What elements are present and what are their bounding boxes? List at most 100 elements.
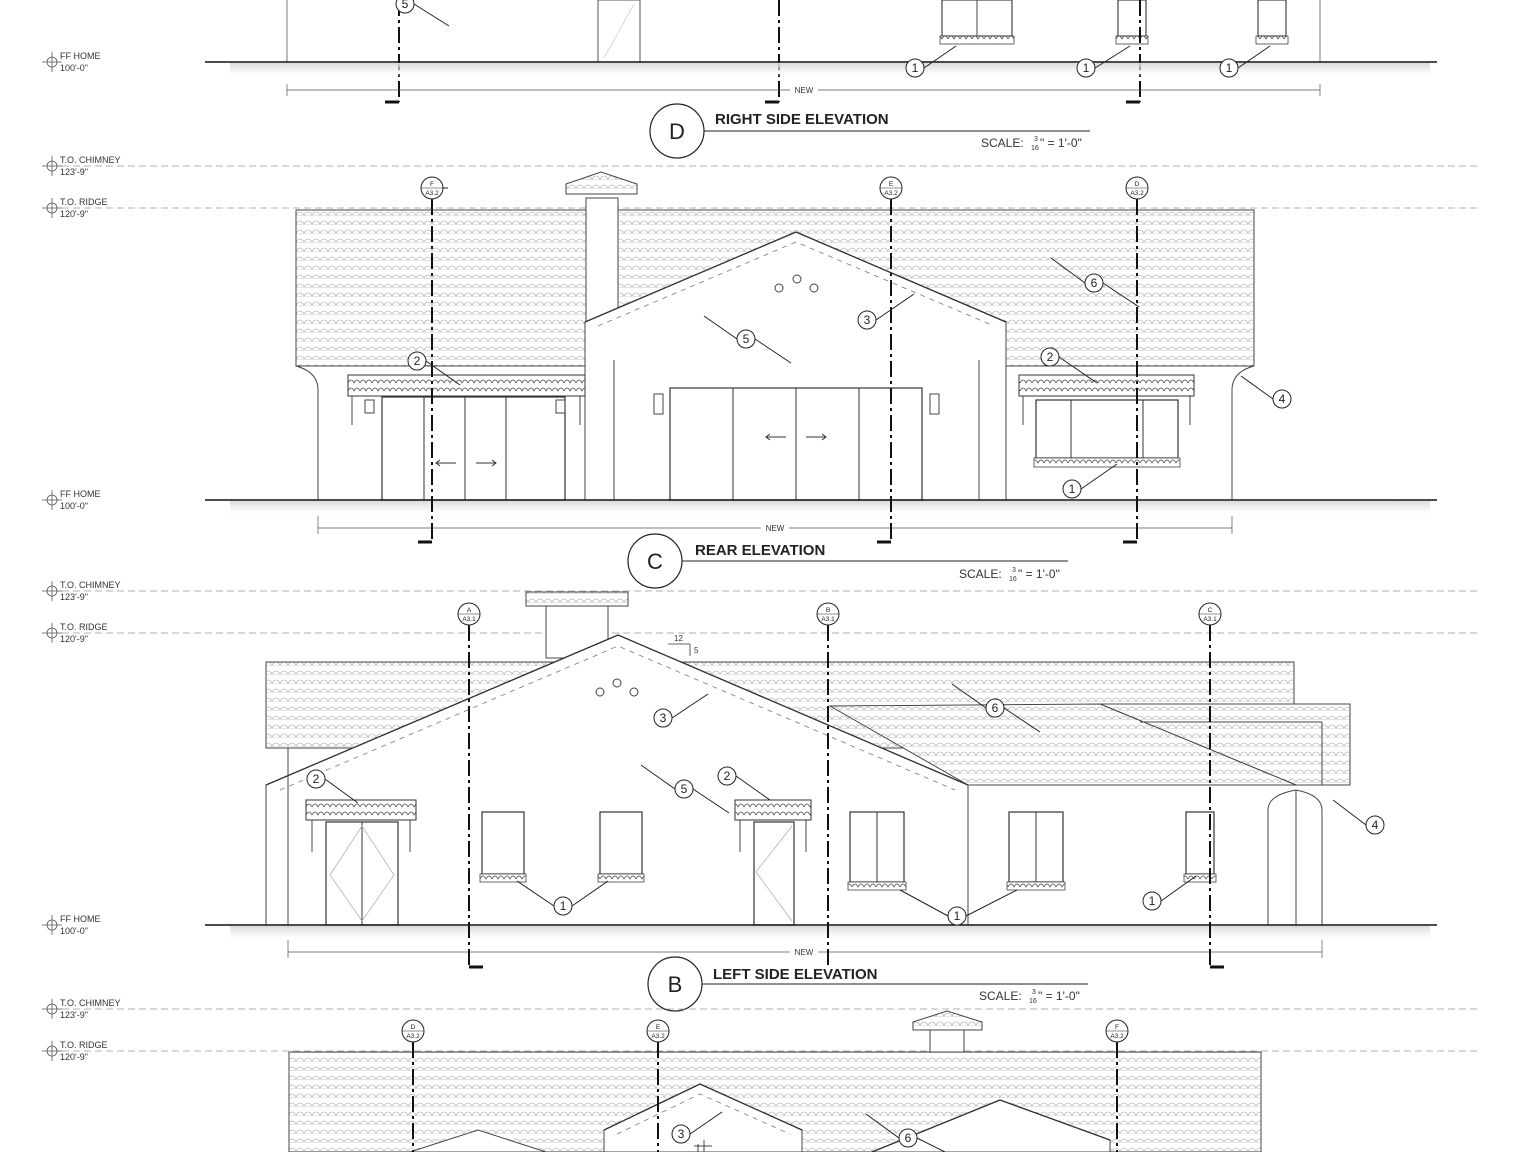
keynote-2-d-left: 2: [407, 351, 461, 386]
keynote-4-c: 4: [1332, 799, 1385, 835]
section-marker-right-3: D A3.2: [1123, 176, 1149, 544]
svg-text:A3.2: A3.2: [425, 190, 439, 197]
svg-text:2: 2: [313, 772, 320, 786]
svg-text:C: C: [1208, 607, 1213, 614]
svg-text:1: 1: [1069, 482, 1076, 496]
keynote-3-d: 3: [857, 293, 915, 330]
svg-text:E: E: [889, 181, 894, 188]
keynote-6-c: 6: [951, 683, 1041, 733]
right-side-elevation-building: [295, 171, 1255, 501]
svg-text:A3.1: A3.1: [1203, 616, 1217, 623]
svg-text:2: 2: [724, 769, 731, 783]
svg-text:A3.2: A3.2: [1110, 1033, 1124, 1040]
svg-text:T.O. CHIMNEY: T.O. CHIMNEY: [60, 155, 121, 165]
elevation-title-b: B LEFT SIDE ELEVATION SCALE: 3 16 " = 1'…: [647, 956, 1088, 1012]
svg-text:100'-0": 100'-0": [60, 926, 88, 936]
svg-text:A3.2: A3.2: [651, 1033, 665, 1040]
level-marker-ridge-d: T.O. RIDGE 120'-9": [42, 197, 108, 219]
svg-text:SCALE:: SCALE:: [981, 136, 1024, 150]
svg-text:1: 1: [1226, 61, 1233, 75]
svg-text:B: B: [668, 972, 683, 997]
svg-text:A3.1: A3.1: [821, 616, 835, 623]
section-marker-rear-1: A A3.1: [457, 602, 483, 969]
keynote-1-top-c: 1: [1219, 45, 1271, 78]
svg-text:120'-9": 120'-9": [60, 209, 88, 219]
svg-text:1: 1: [912, 61, 919, 75]
section-marker-rear-3: C A3.1: [1198, 602, 1224, 969]
svg-text:RIGHT SIDE ELEVATION: RIGHT SIDE ELEVATION: [715, 111, 889, 128]
svg-text:100'-0": 100'-0": [60, 63, 88, 73]
svg-text:3: 3: [678, 1127, 685, 1141]
svg-text:100'-0": 100'-0": [60, 501, 88, 511]
svg-text:D: D: [1135, 181, 1140, 188]
svg-text:5: 5: [402, 0, 409, 11]
section-marker-left-2: E A3.2: [646, 1019, 670, 1152]
section-marker-left-3: F A3.2: [1105, 1019, 1129, 1152]
keynote-1-c-right: 1: [1142, 875, 1197, 911]
keynote-2-c-left: 2: [306, 769, 359, 804]
svg-text:SCALE:: SCALE:: [959, 567, 1002, 581]
keynote-5-c: 5: [640, 764, 730, 814]
svg-text:E: E: [656, 1024, 661, 1031]
level-marker-chimney-c: T.O. CHIMNEY 123'-9": [42, 580, 121, 602]
keynote-1-d: 1: [1062, 463, 1118, 499]
level-marker-chimney-d: T.O. CHIMNEY 123'-9": [42, 155, 121, 177]
keynote-2-c-right: 2: [717, 766, 771, 801]
dimension-line-top: NEW: [286, 84, 1321, 96]
svg-text:SCALE:: SCALE:: [979, 989, 1022, 1003]
section-marker-rear-2: B A3.1: [816, 602, 840, 967]
elevation-title-d: D RIGHT SIDE ELEVATION SCALE: 3 16 " = 1…: [649, 103, 1090, 159]
svg-text:6: 6: [905, 1131, 912, 1145]
svg-text:6: 6: [1091, 276, 1098, 290]
left-side-elevation-building: [288, 1010, 1262, 1152]
level-marker-chimney-b: T.O. CHIMNEY 123'-9": [42, 998, 121, 1020]
ground-line-c: FF HOME 100'-0": [42, 914, 1437, 942]
elevation-title-c: C REAR ELEVATION SCALE: 3 16 " = 1'-0": [627, 533, 1068, 589]
svg-text:LEFT SIDE ELEVATION: LEFT SIDE ELEVATION: [713, 966, 877, 983]
section-marker-right-1: F A3.2: [418, 176, 448, 544]
svg-text:123'-9": 123'-9": [60, 1010, 88, 1020]
svg-text:3: 3: [660, 711, 667, 725]
svg-text:2: 2: [414, 354, 421, 368]
svg-text:3: 3: [1012, 567, 1016, 574]
keynote-3-b: 3: [671, 1111, 723, 1144]
level-marker-ridge-c: T.O. RIDGE 120'-9": [42, 622, 108, 644]
svg-text:" = 1'-0": " = 1'-0": [1040, 136, 1082, 150]
svg-text:120'-9": 120'-9": [60, 634, 88, 644]
level-marker-ff-home-top: FF HOME 100'-0": [42, 51, 101, 73]
svg-text:F: F: [1115, 1024, 1119, 1031]
keynote-4-d: 4: [1240, 375, 1292, 409]
svg-text:12: 12: [674, 634, 683, 643]
dimension-line-d: NEW: [317, 516, 1233, 534]
svg-text:3: 3: [1034, 136, 1038, 143]
rear-elevation-building: [265, 591, 1351, 926]
svg-text:" = 1'-0": " = 1'-0": [1038, 989, 1080, 1003]
svg-text:T.O. RIDGE: T.O. RIDGE: [60, 197, 108, 207]
svg-text:5: 5: [743, 332, 750, 346]
keynote-1-top-a: 1: [905, 45, 957, 78]
section-marker-left-1: D A3.2: [401, 1019, 425, 1152]
svg-text:FF HOME: FF HOME: [60, 914, 101, 924]
roof-slope-indicator: 12 5: [668, 634, 699, 656]
svg-text:T.O. RIDGE: T.O. RIDGE: [60, 622, 108, 632]
svg-text:A: A: [467, 607, 472, 614]
keynote-5-top: 5: [395, 0, 450, 27]
dimension-line-c: NEW: [287, 940, 1323, 958]
svg-text:16: 16: [1009, 576, 1017, 583]
svg-text:3: 3: [1032, 989, 1036, 996]
svg-text:" = 1'-0": " = 1'-0": [1018, 567, 1060, 581]
svg-text:2: 2: [1047, 350, 1054, 364]
keynote-5-d: 5: [703, 315, 792, 364]
svg-text:5: 5: [694, 646, 699, 655]
svg-text:D: D: [411, 1024, 416, 1031]
svg-text:1: 1: [1149, 894, 1156, 908]
svg-text:3: 3: [864, 313, 871, 327]
svg-text:1: 1: [954, 909, 961, 923]
svg-text:16: 16: [1029, 998, 1037, 1005]
svg-text:1: 1: [560, 899, 567, 913]
svg-text:4: 4: [1279, 392, 1286, 406]
keynote-6-b: 6: [865, 1113, 946, 1152]
svg-text:123'-9": 123'-9": [60, 167, 88, 177]
keynote-1-top-b: 1: [1076, 45, 1131, 78]
